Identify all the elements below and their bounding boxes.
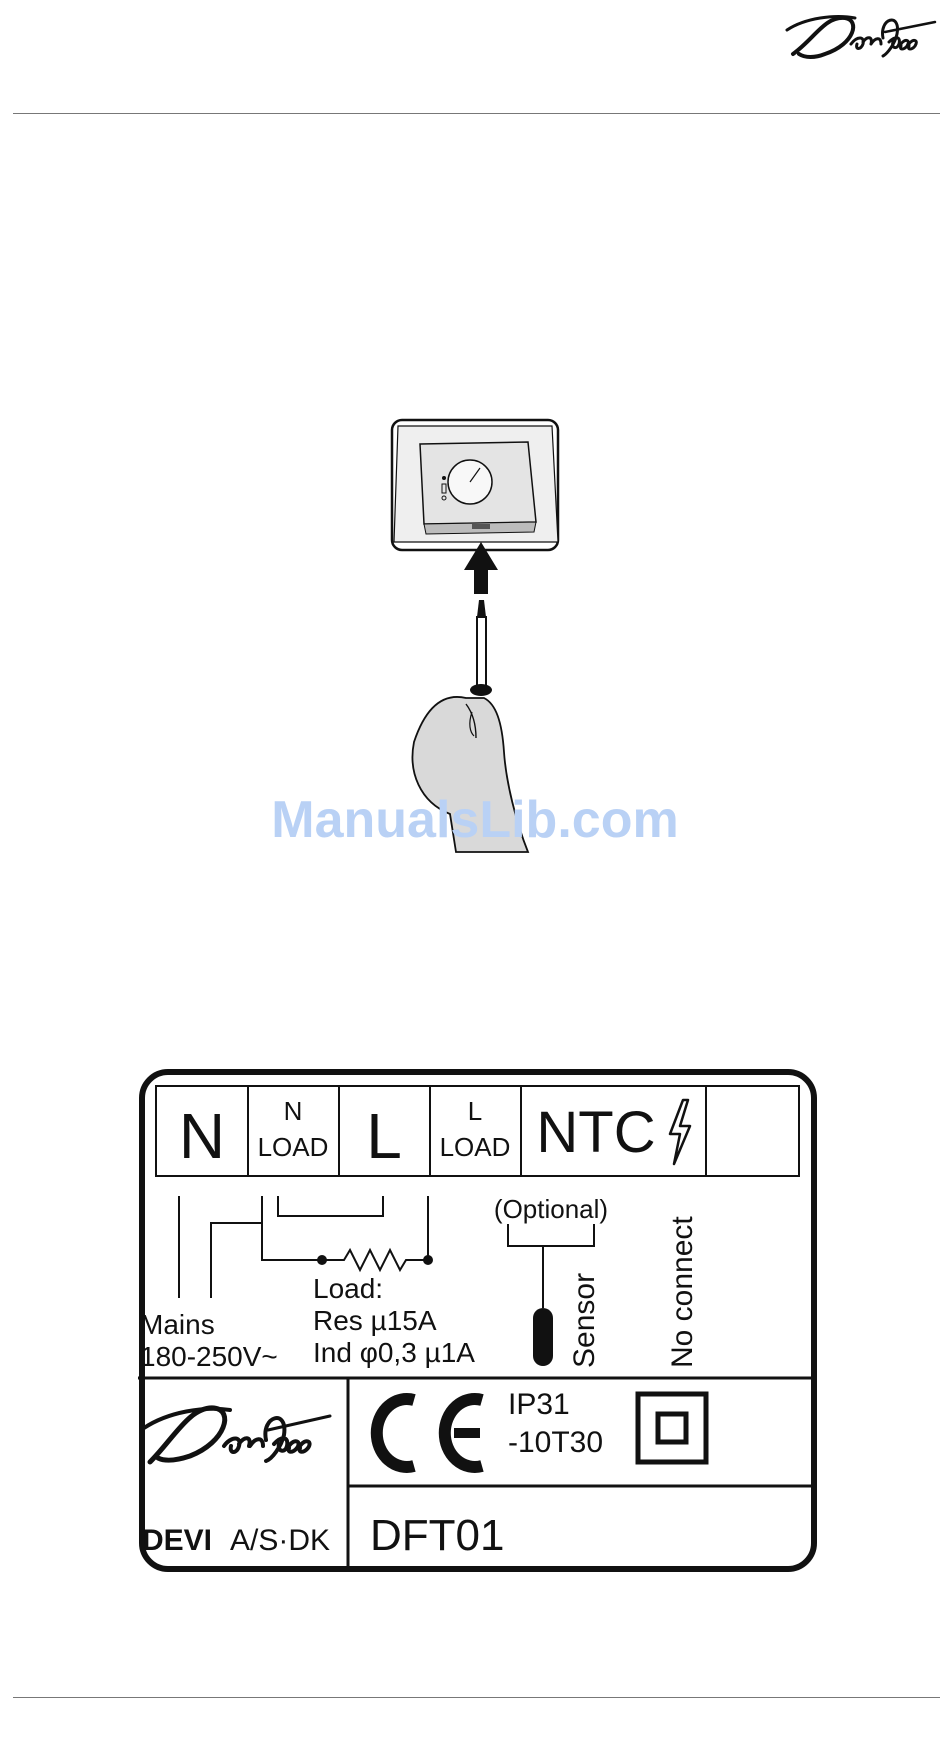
load-title: Load:	[313, 1273, 383, 1304]
no-connect-text: No connect	[666, 1216, 699, 1368]
terminal-n-load-bottom: LOAD	[258, 1132, 329, 1162]
danfoss-logo	[785, 8, 943, 66]
terminal-n: N	[179, 1100, 225, 1172]
load-ind: Ind φ0,3 µ1A	[313, 1337, 475, 1368]
thermostat-screwdriver-illustration	[380, 412, 580, 862]
manufacturer-bold: DEVI	[142, 1524, 212, 1557]
sensor-probe	[533, 1308, 553, 1366]
optional-text: (Optional)	[494, 1194, 608, 1224]
model-text: DFT01	[370, 1511, 504, 1560]
terminal-l-load-top: L	[468, 1096, 482, 1126]
rating-label: N N LOAD L L LOAD NTC (Optional) Sensor …	[138, 1068, 818, 1573]
terminal-ntc: NTC	[536, 1100, 655, 1165]
terminal-n-load-top: N	[284, 1096, 303, 1126]
footer-rule	[13, 1697, 940, 1698]
ip-rating: IP31	[508, 1388, 570, 1421]
load-res: Res µ15A	[313, 1305, 437, 1336]
sensor-text: Sensor	[568, 1273, 601, 1368]
header-rule	[13, 113, 940, 114]
terminal-l: L	[366, 1100, 402, 1172]
temp-class: -10T30	[508, 1426, 603, 1459]
mains-text: Mains	[140, 1309, 215, 1340]
manufacturer-rest: A/S·DK	[230, 1524, 330, 1557]
voltage-text: 180-250V~	[140, 1341, 278, 1372]
terminal-l-load-bottom: LOAD	[440, 1132, 511, 1162]
